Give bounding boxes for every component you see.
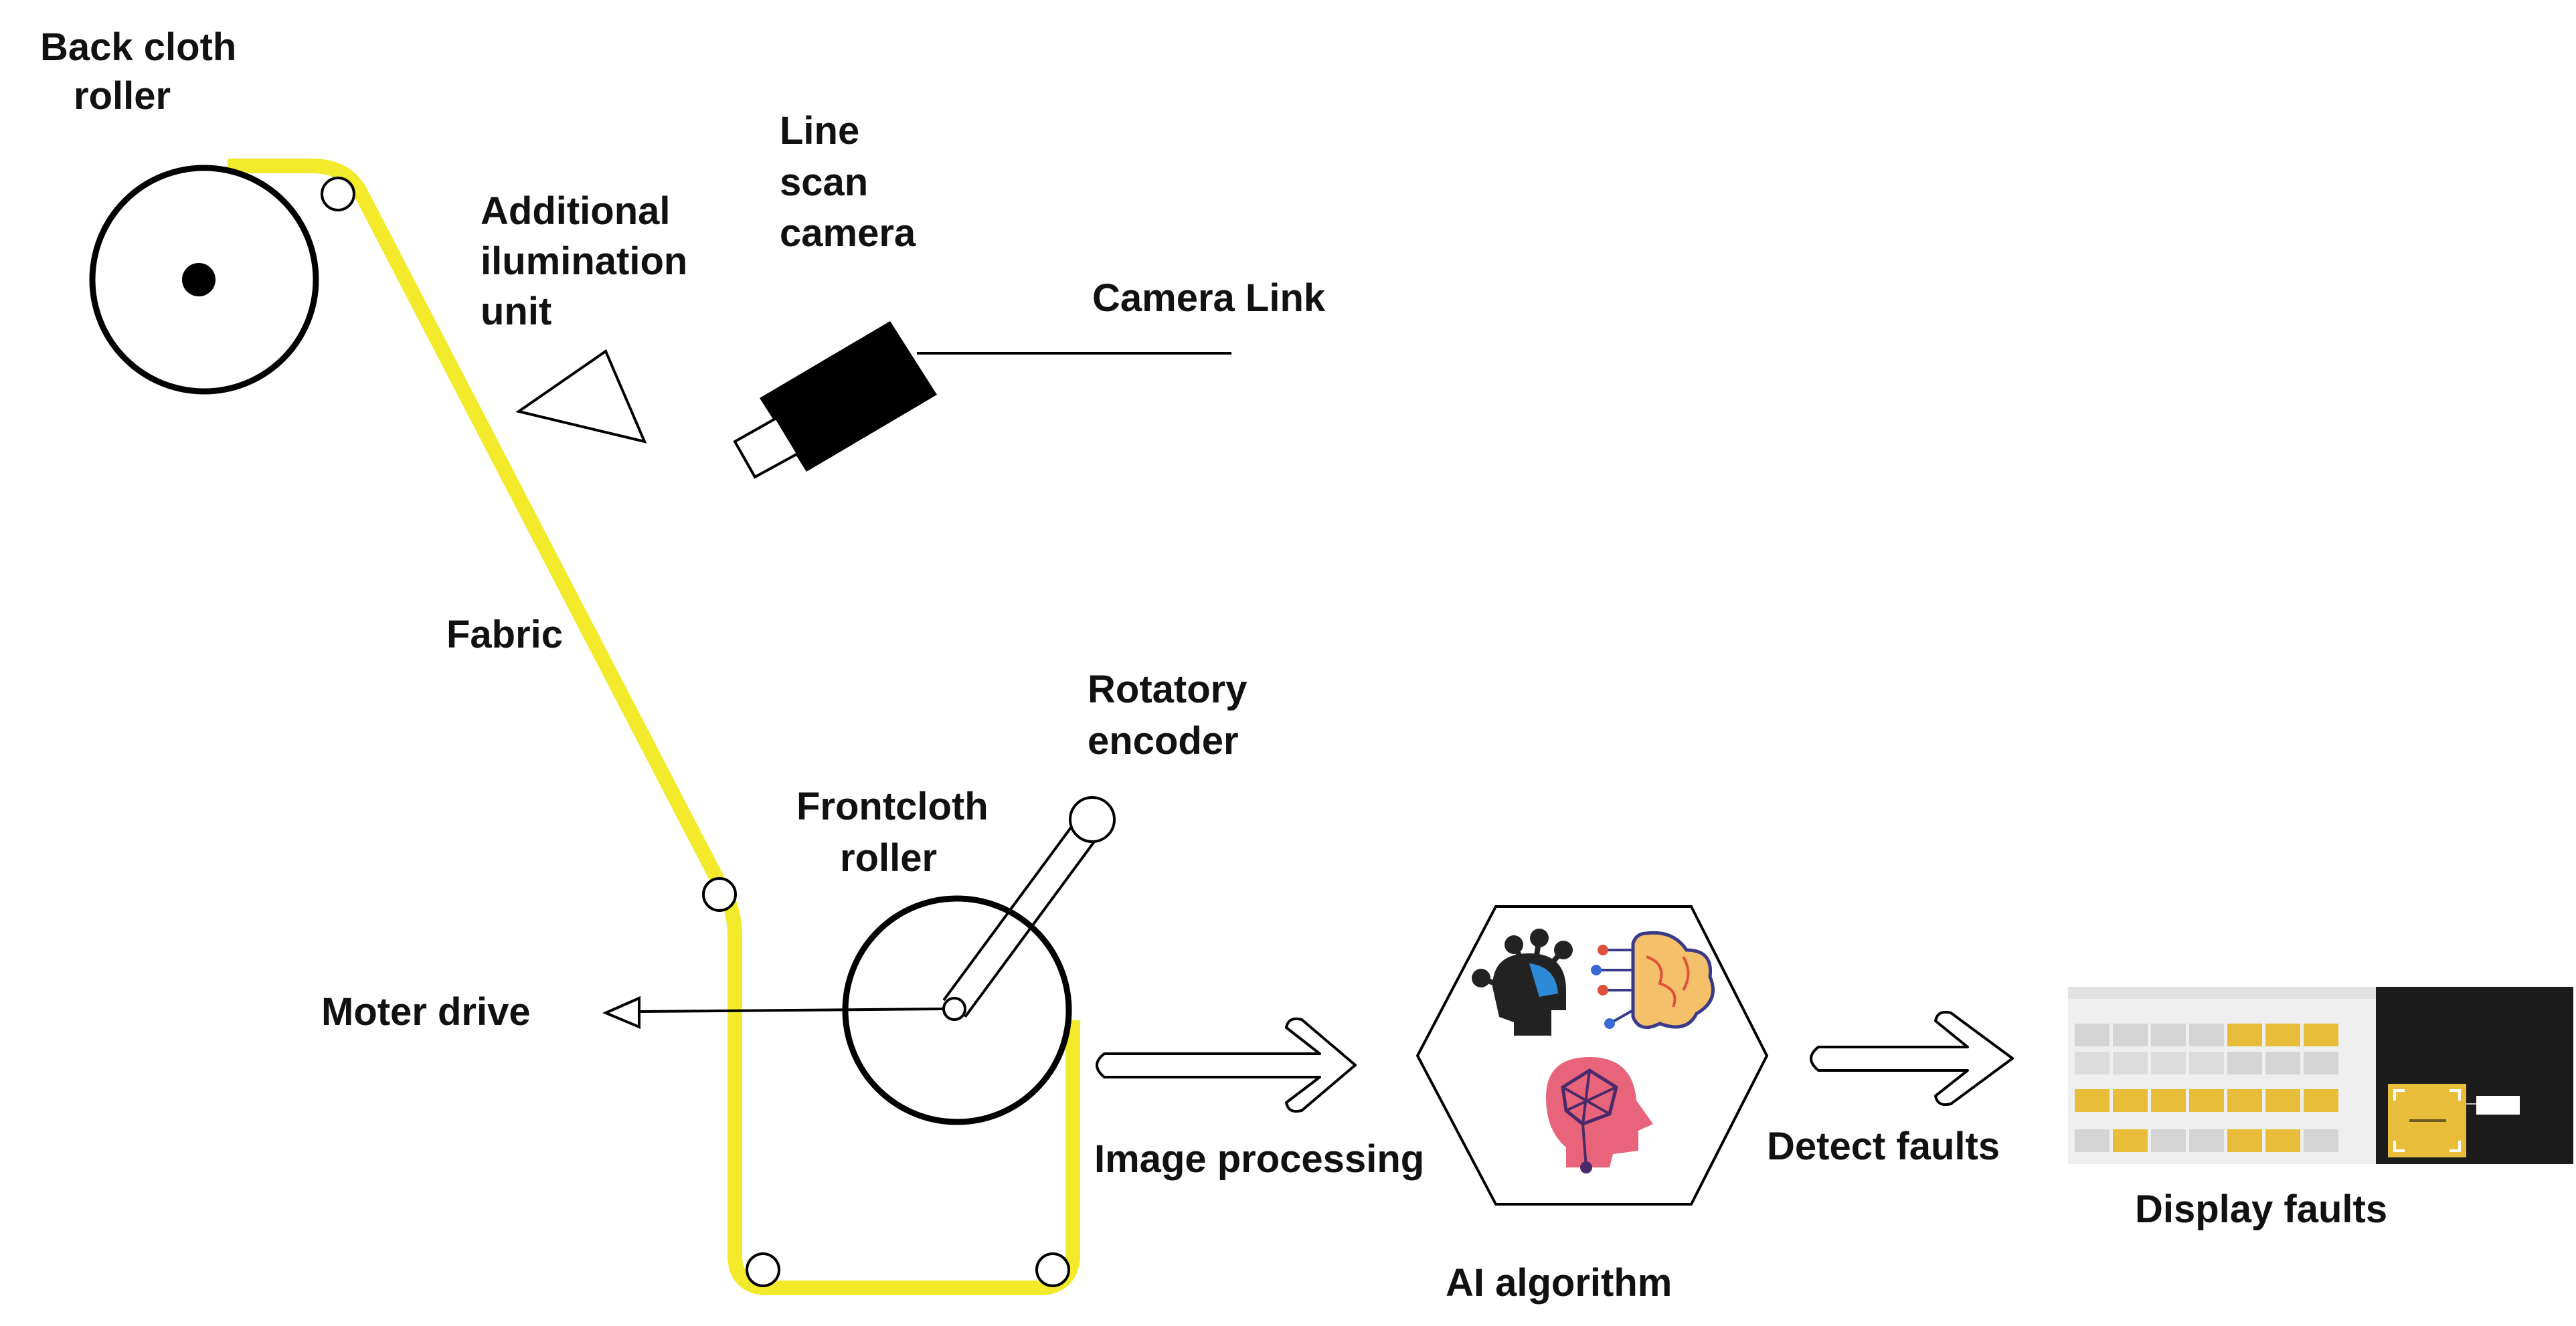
- label-line-scan-camera: Line scan camera: [780, 109, 916, 255]
- network-head-icon: [1546, 1057, 1653, 1173]
- label-ai-algorithm: AI algorithm: [1446, 1261, 1672, 1305]
- back-cloth-roller: [89, 165, 319, 395]
- label-back-cloth-roller: Back cloth roller: [40, 25, 247, 118]
- guide-roller-top: [321, 177, 355, 211]
- display-faults-screenshot: [2068, 987, 2573, 1164]
- fault-grid: [2075, 1024, 2338, 1152]
- label-motor-drive: Moter drive: [321, 990, 531, 1034]
- neural-brain-icon: [1591, 931, 1715, 1030]
- label-fabric: Fabric: [446, 613, 563, 656]
- label-camera-link: Camera Link: [1092, 276, 1326, 320]
- guide-roller-mid: [702, 877, 737, 912]
- label-illumination-unit: Additional ilumination unit: [481, 189, 698, 333]
- label-detect-faults: Detect faults: [1767, 1125, 2000, 1168]
- line-scan-camera-icon: [733, 321, 937, 479]
- ai-robot-head-icon: [1472, 929, 1573, 1036]
- label-image-processing: Image processing: [1094, 1137, 1424, 1181]
- label-display-faults: Display faults: [2135, 1188, 2387, 1231]
- detect-faults-arrow: [1810, 1010, 2014, 1107]
- guide-roller-bottom-left: [746, 1252, 780, 1287]
- guide-roller-bottom-right: [1035, 1252, 1070, 1287]
- image-processing-arrow: [1096, 1017, 1357, 1113]
- rotatory-encoder: [942, 796, 1116, 1021]
- label-rotatory-encoder: Rotatory encoder: [1088, 668, 1258, 763]
- illumination-unit-icon: [515, 349, 647, 444]
- motor-drive-arrow: [602, 996, 944, 1030]
- label-frontcloth-roller: Frontcloth roller: [796, 785, 999, 880]
